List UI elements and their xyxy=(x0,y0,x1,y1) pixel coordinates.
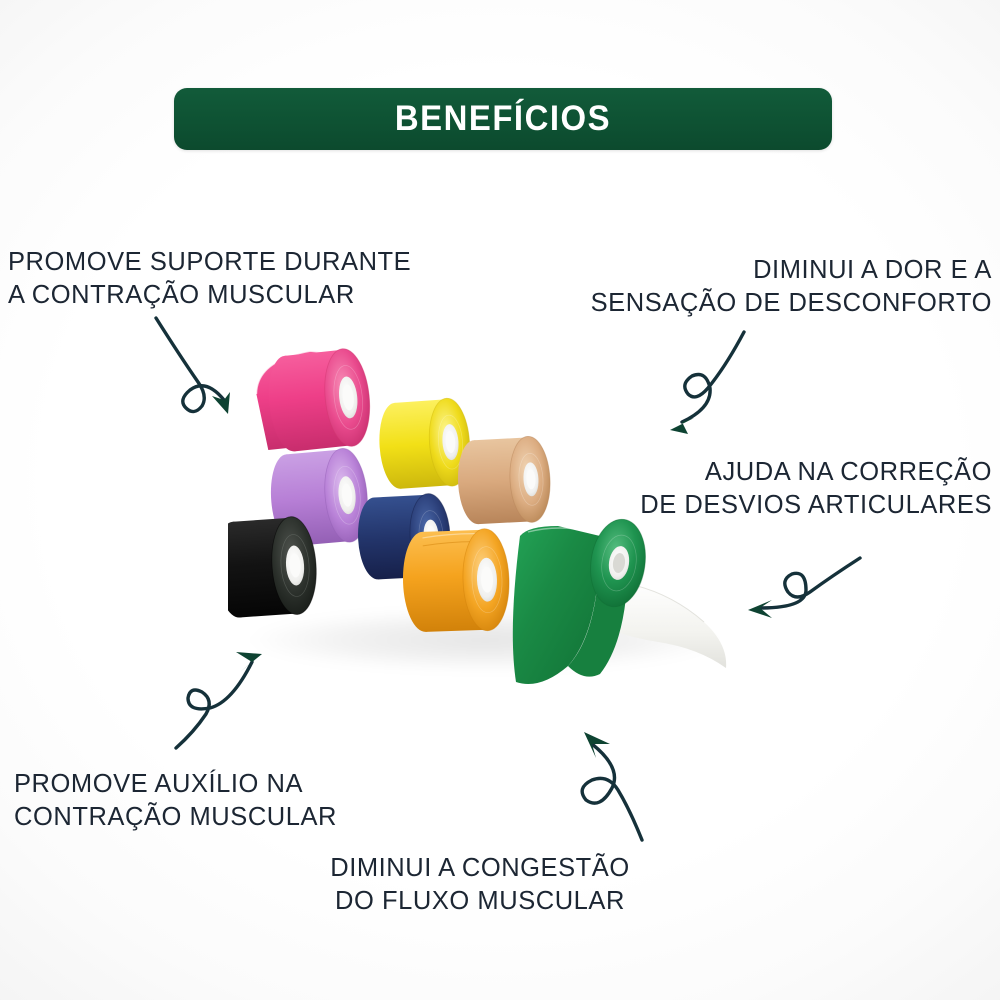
tape-rolls-illustration xyxy=(215,348,727,684)
caption-diminui-dor: DIMINUI A DOR E A SENSAÇÃO DE DESCONFORT… xyxy=(590,256,992,317)
curly-arrow-up-right-icon xyxy=(174,652,262,750)
curly-arrow-up-icon xyxy=(580,732,644,842)
caption-diminui-congestao: DIMINUI A CONGESTÃO DO FLUXO MUSCULAR xyxy=(330,854,630,915)
caption-promove-auxilio: PROMOVE AUXÍLIO NA CONTRAÇÃO MUSCULAR xyxy=(14,770,338,831)
curly-arrow-left-icon xyxy=(748,556,862,618)
tape-roll-yellow xyxy=(379,397,471,489)
tape-roll-black xyxy=(215,516,317,618)
benefits-banner: BENEFÍCIOS xyxy=(174,88,832,150)
arrow-top-right xyxy=(648,326,758,451)
arrow-bottom-center xyxy=(558,730,673,850)
tape-roll-beige xyxy=(457,436,551,525)
arrow-bottom-left xyxy=(170,640,285,760)
tape-roll-orange xyxy=(402,528,510,632)
caption-ajuda-correcao: AJUDA NA CORREÇÃO DE DESVIOS ARTICULARES xyxy=(640,458,992,519)
curly-arrow-down-left-icon xyxy=(670,330,746,434)
curly-arrow-down-right-icon xyxy=(154,316,230,414)
banner-title: BENEFÍCIOS xyxy=(394,99,612,138)
arrow-middle-right xyxy=(748,548,868,653)
product-photo xyxy=(215,330,748,690)
tape-roll-green xyxy=(512,518,727,684)
caption-promove-suporte: PROMOVE SUPORTE DURANTE A CONTRAÇÃO MUSC… xyxy=(8,248,412,309)
tape-roll-pink xyxy=(255,348,371,452)
arrow-top-left xyxy=(150,312,260,437)
